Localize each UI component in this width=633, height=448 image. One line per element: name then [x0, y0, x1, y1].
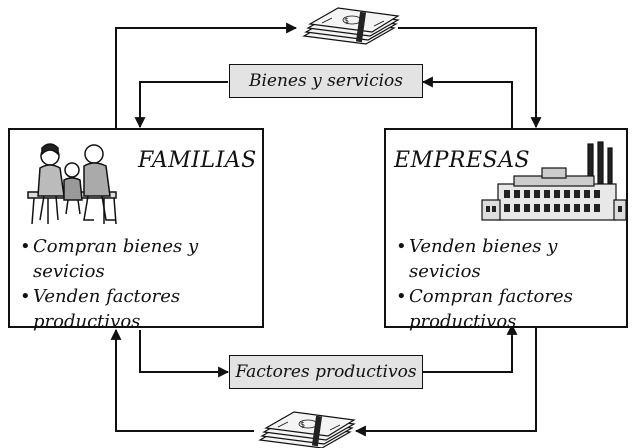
- goods-services-text: Bienes y servicios: [248, 71, 403, 91]
- familias-bullets: • Compran bienes y sevicios • Venden fac…: [20, 234, 262, 334]
- family-icon: [27, 143, 117, 225]
- bullet-dot: •: [20, 236, 31, 257]
- familias-bullet-2-line1: Venden factores: [33, 286, 181, 307]
- familias-bullet-1-text: Compran bienes y sevicios: [33, 236, 199, 282]
- familias-title: FAMILIAS: [138, 148, 257, 173]
- svg-text:$: $: [300, 420, 305, 429]
- money-stack-icon: $: [302, 7, 400, 45]
- empresas-bullets: • Venden bienes y sevicios • Compran fac…: [396, 234, 626, 334]
- svg-text:$: $: [344, 16, 349, 25]
- arrow-bottom-money-to-familias: [110, 328, 254, 432]
- empresas-title: EMPRESAS: [394, 148, 531, 173]
- empresas-bullet-2: • Compran factores productivos: [396, 284, 626, 334]
- factory-icon: [481, 141, 627, 221]
- empresas-box: EMPRESAS: [384, 128, 628, 332]
- arrow-empresas-to-goods-label: [421, 76, 513, 130]
- bullet-dot: •: [396, 286, 407, 307]
- familias-box: FAMILIAS • Compran bienes y sevicios • V…: [8, 128, 264, 332]
- empresas-bullet-1: • Venden bienes y sevicios: [396, 234, 626, 284]
- money-stack-icon: $: [258, 411, 356, 448]
- arrow-top-money-to-empresas: [398, 27, 542, 129]
- bullet-dot: •: [20, 286, 31, 307]
- arrow-familias-to-factors-label: [139, 330, 230, 378]
- empresas-bullet-2-line1: Compran factores: [409, 286, 573, 307]
- goods-factors-arrows: [134, 76, 518, 378]
- money-flow-arrows: [110, 22, 542, 437]
- arrow-goods-label-to-familias: [134, 81, 228, 129]
- factors-text: Factores productivos: [235, 362, 417, 382]
- arrow-familias-to-top-money: [115, 22, 298, 130]
- familias-bullet-2: • Venden factores productivos: [20, 284, 262, 334]
- factors-label: Factores productivos: [229, 355, 423, 389]
- familias-bullet-2-line2: productivos: [33, 311, 141, 332]
- familias-bullet-1: • Compran bienes y sevicios: [20, 234, 262, 284]
- bullet-dot: •: [396, 236, 407, 257]
- goods-services-label: Bienes y servicios: [229, 64, 423, 98]
- arrow-factors-label-to-empresas: [423, 323, 518, 373]
- arrow-empresas-to-bottom-money: [354, 322, 537, 437]
- empresas-bullet-2-line2: productivos: [409, 311, 517, 332]
- empresas-bullet-1-text: Venden bienes y sevicios: [409, 236, 558, 282]
